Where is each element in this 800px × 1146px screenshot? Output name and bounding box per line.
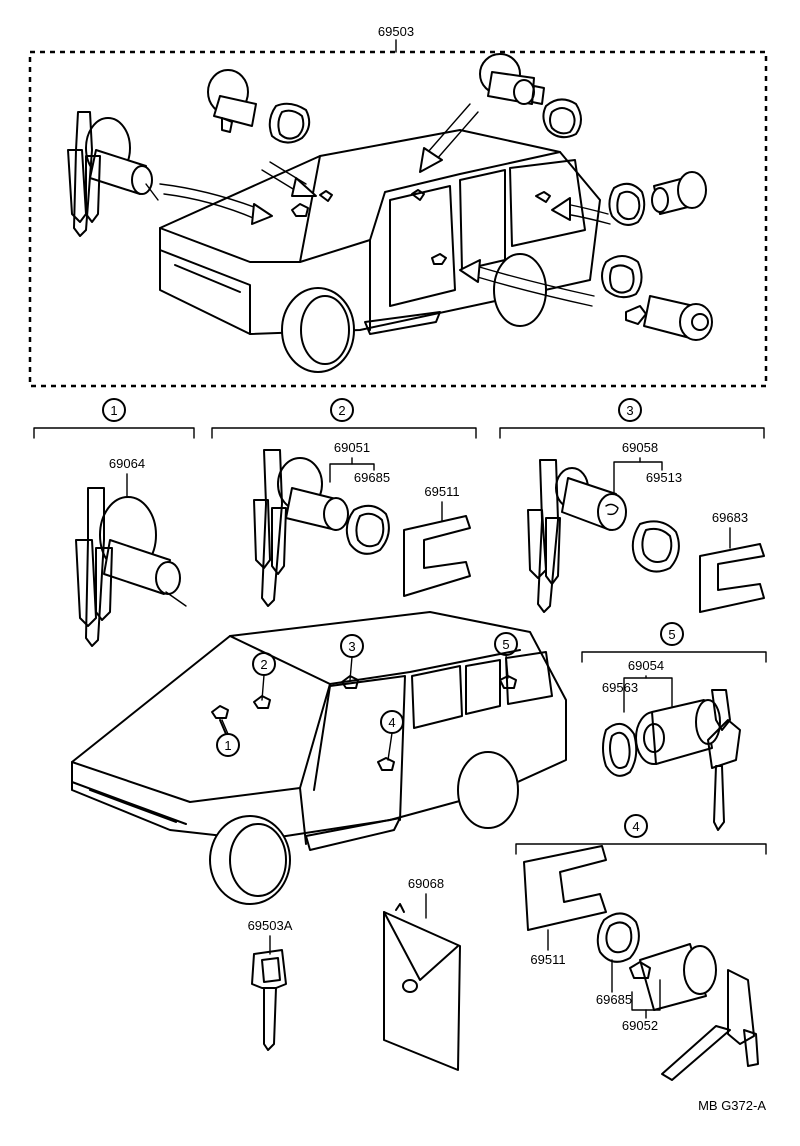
part-69513: 69513 [646, 470, 682, 485]
group-5: 5 69054 69563 [581, 622, 767, 831]
vehicle-top [159, 129, 601, 373]
part-69685-b: 69685 [596, 992, 632, 1007]
part-69064: 69064 [109, 456, 145, 471]
part-69511-a: 69511 [424, 484, 459, 499]
part-69052: 69052 [622, 1018, 658, 1033]
part-key-69503a: 69503A [248, 918, 293, 1051]
part-69058: 69058 [622, 440, 658, 455]
group-5-number: 5 [668, 627, 675, 642]
part-69503a-label: 69503A [248, 918, 293, 933]
group-2-number: 2 [338, 403, 345, 418]
part-69051: 69051 [334, 440, 370, 455]
vehicle-bottom: 1 2 3 4 5 [71, 611, 567, 905]
vehicle-callout-4: 4 [388, 715, 395, 730]
vehicle-callout-3: 3 [348, 639, 355, 654]
vehicle-callout-2: 2 [260, 657, 267, 672]
assembly-box: 69503 [28, 24, 768, 388]
vehicle-callout-1: 1 [224, 738, 231, 753]
vehicle-callout-5: 5 [502, 637, 509, 652]
part-69054: 69054 [628, 658, 664, 673]
group-3-number: 3 [626, 403, 633, 418]
part-69683: 69683 [712, 510, 748, 525]
group-1-number: 1 [110, 403, 117, 418]
part-69685: 69685 [354, 470, 390, 485]
assembly-label: 69503 [378, 24, 414, 39]
group-4-number: 4 [632, 819, 639, 834]
reference-code: MB G372-A [698, 1098, 766, 1113]
part-pouch-69068: 69068 [383, 876, 461, 1071]
part-69511-b: 69511 [530, 952, 565, 967]
part-69563: 69563 [602, 680, 638, 695]
group-1: 1 69064 [33, 398, 195, 647]
part-69068-label: 69068 [408, 876, 444, 891]
assembly-arrows [159, 103, 611, 307]
assembly-cylinders [67, 53, 713, 341]
group-3: 3 69058 69513 69683 [499, 398, 765, 613]
group-4: 4 69511 69685 69052 [515, 814, 767, 1081]
group-2: 2 69051 69685 69511 [211, 398, 477, 607]
